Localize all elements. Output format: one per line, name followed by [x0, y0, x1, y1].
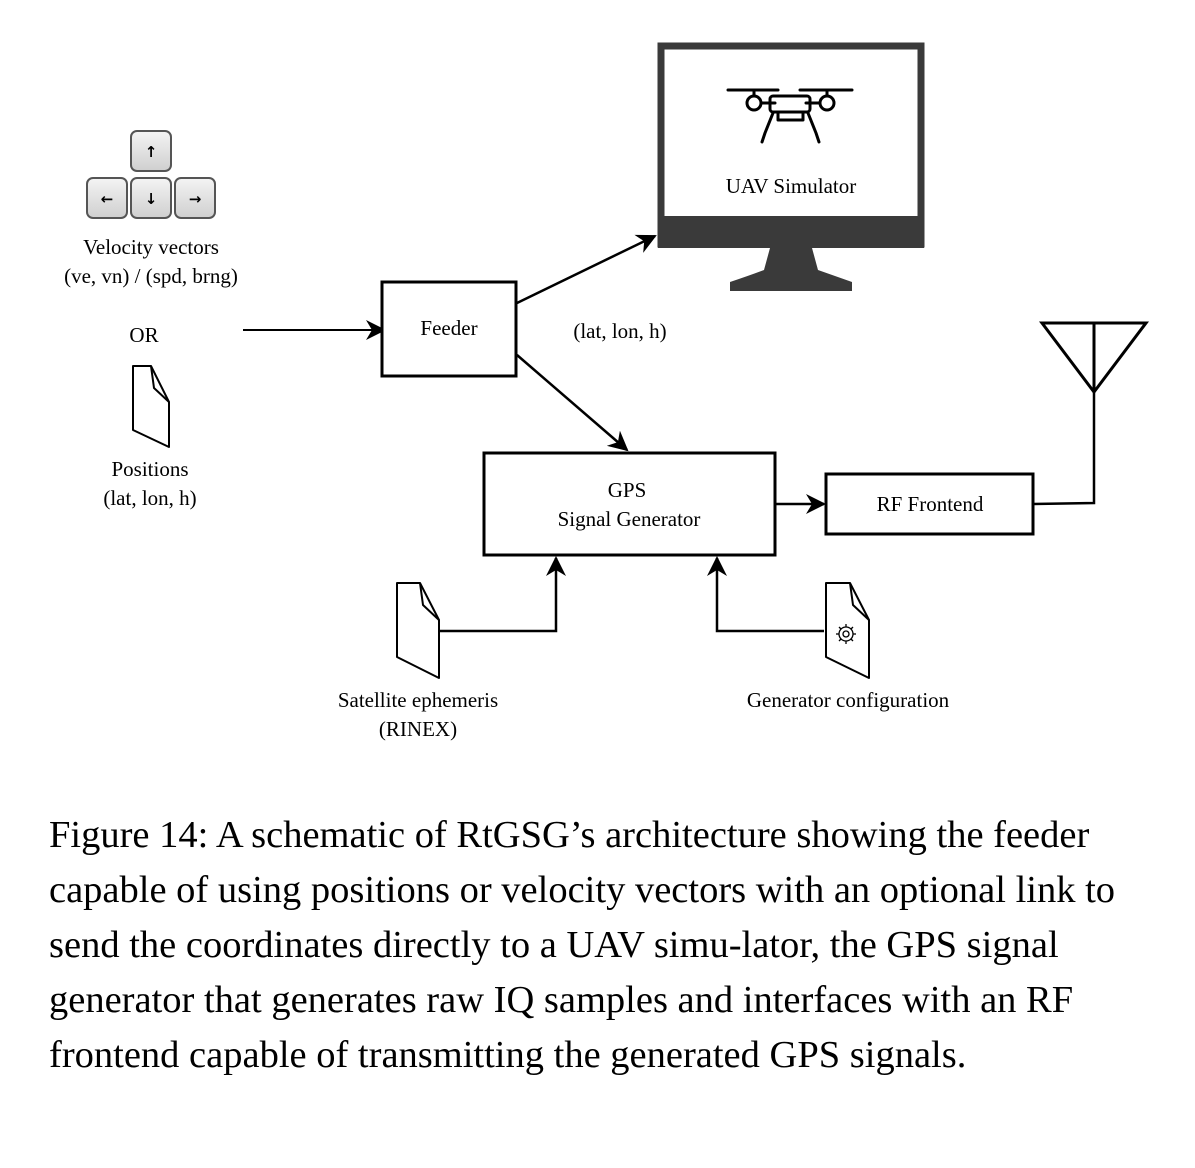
positions-label-line2: (lat, lon, h): [103, 486, 196, 510]
uav-simulator-label: UAV Simulator: [726, 174, 857, 198]
key-up-glyph: ↑: [145, 143, 158, 161]
document-icon: [132, 365, 170, 448]
ephemeris-label-line1: Satellite ephemeris: [338, 688, 498, 712]
rf-to-antenna-line: [1032, 392, 1096, 506]
feeder-label: Feeder: [420, 316, 477, 340]
key-left-glyph: ←: [101, 190, 114, 208]
gear-document-icon: [825, 582, 870, 679]
gps-generator-label-line2: Signal Generator: [558, 507, 701, 531]
arrow-keys-icon: ↑ ← ↓ →: [86, 130, 216, 219]
config-to-gps-arrow: [707, 556, 824, 633]
gps-generator-label-line1: GPS: [608, 478, 647, 502]
velocity-label-line2: (ve, vn) / (spd, brng): [64, 264, 238, 288]
or-label: OR: [129, 323, 158, 347]
positions-label-line1: Positions: [111, 457, 188, 481]
key-up: ↑: [130, 130, 172, 172]
gps-generator-box: GPS Signal Generator: [482, 451, 777, 557]
coords-label: (lat, lon, h): [573, 319, 666, 343]
architecture-diagram: ↑ ← ↓ → Velocity vectors (ve, vn) / (spd…: [64, 42, 1150, 741]
key-down: ↓: [130, 177, 172, 219]
drone-icon: [726, 88, 854, 144]
key-down-glyph: ↓: [145, 190, 158, 208]
key-right: →: [174, 177, 216, 219]
generator-config-label: Generator configuration: [747, 688, 950, 712]
key-right-glyph: →: [189, 190, 202, 208]
key-left: ←: [86, 177, 128, 219]
figure-caption: Figure 14: A schematic of RtGSG’s archit…: [49, 814, 1116, 1076]
gear-icon: [836, 624, 856, 644]
rf-frontend-box: RF Frontend: [824, 472, 1035, 536]
rf-frontend-label: RF Frontend: [877, 492, 984, 516]
feeder-to-uav-arrow: [516, 234, 657, 305]
ephemeris-to-gps-arrow: [440, 556, 566, 633]
monitor-icon: [657, 42, 925, 291]
ephemeris-label-line2: (RINEX): [379, 717, 457, 741]
feeder-to-gps-arrow: [516, 354, 629, 452]
ephemeris-document-icon: [396, 582, 440, 679]
antenna-icon: [1038, 321, 1150, 395]
feeder-box: Feeder: [380, 280, 518, 378]
velocity-label-line1: Velocity vectors: [83, 235, 219, 259]
